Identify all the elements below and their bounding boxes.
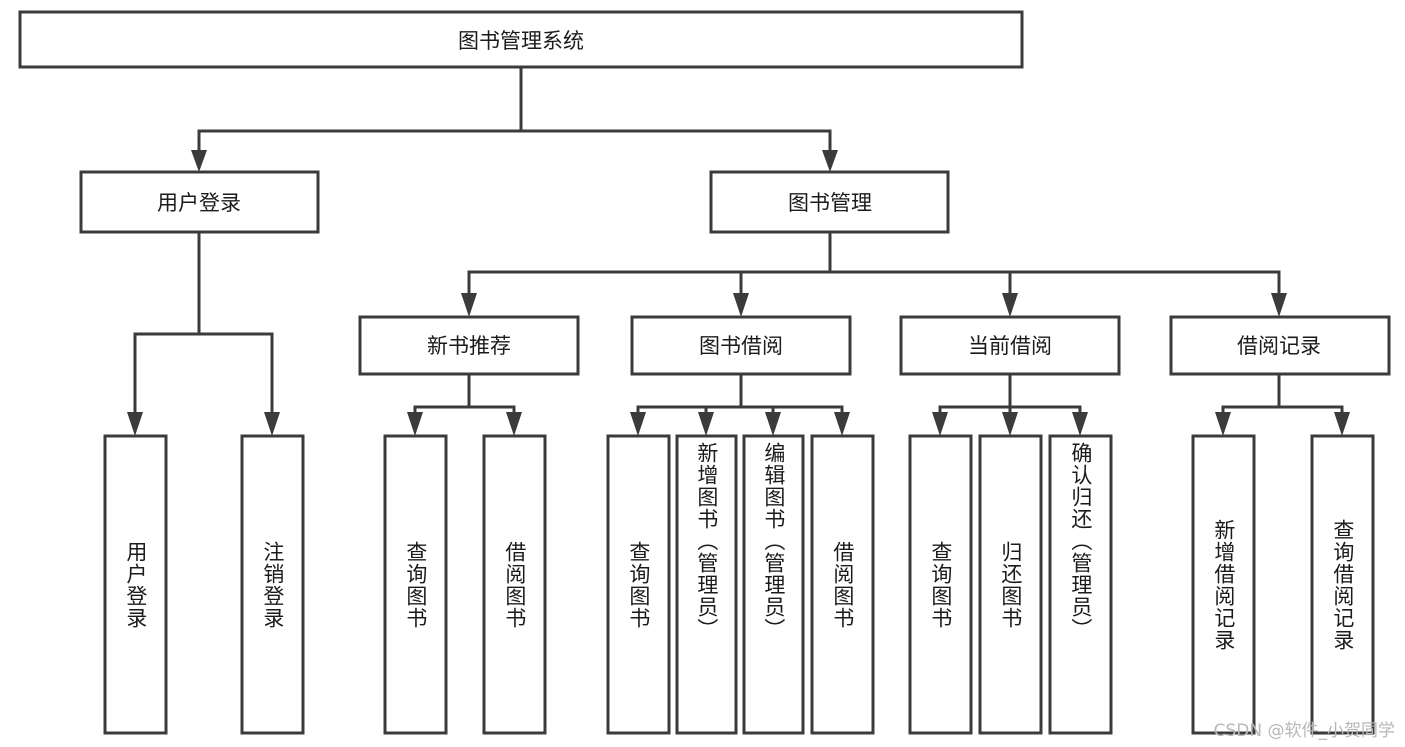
connector-root-to-level1	[191, 65, 838, 172]
leaf-box-user-login[interactable]	[103, 434, 168, 735]
connector-new-book-to-leaves	[407, 372, 522, 436]
leaf-box-query-borrow-record[interactable]	[1310, 434, 1375, 735]
node-book-borrow-label: 图书借阅	[699, 334, 783, 358]
node-current-borrow[interactable]: 当前借阅	[899, 315, 1121, 376]
node-root-system-label: 图书管理系统	[458, 29, 584, 53]
leaf-box-borrow-book[interactable]	[810, 434, 875, 735]
node-borrow-record-label: 借阅记录	[1237, 334, 1321, 358]
leaf-box-return-book[interactable]	[978, 434, 1043, 735]
node-book-management[interactable]: 图书管理	[709, 170, 950, 234]
connector-book-mgmt-to-level2	[461, 230, 1287, 317]
leaf-box-logout[interactable]	[240, 434, 305, 735]
node-borrow-record[interactable]: 借阅记录	[1169, 315, 1391, 376]
leaf-box-add-borrow-record[interactable]	[1191, 434, 1256, 735]
leaf-box-query-book-borrow[interactable]	[606, 434, 671, 735]
node-root-system[interactable]: 图书管理系统	[18, 10, 1024, 69]
leaf-box-borrow-book-new[interactable]	[482, 434, 547, 735]
node-user-login[interactable]: 用户登录	[79, 170, 320, 234]
node-book-borrow[interactable]: 图书借阅	[630, 315, 852, 376]
node-new-book-recommend[interactable]: 新书推荐	[358, 315, 580, 376]
node-new-book-recommend-label: 新书推荐	[427, 334, 511, 358]
node-user-login-label: 用户登录	[157, 191, 241, 215]
connector-user-login-to-leaves	[127, 230, 280, 436]
node-book-management-label: 图书管理	[788, 191, 872, 215]
connector-current-borrow-to-leaves	[932, 372, 1088, 436]
leaf-box-add-book-admin[interactable]	[675, 434, 738, 735]
csdn-watermark: CSDN @软件_小贺同学	[1213, 721, 1395, 741]
leaf-box-confirm-return[interactable]	[1048, 434, 1113, 735]
connector-borrow-record-to-leaves	[1215, 372, 1350, 436]
connector-borrow-to-leaves	[630, 372, 850, 436]
leaf-box-edit-book-admin[interactable]	[742, 434, 805, 735]
node-current-borrow-label: 当前借阅	[968, 334, 1052, 358]
leaf-box-query-book-new[interactable]	[383, 434, 448, 735]
leaf-box-query-book-current[interactable]	[908, 434, 973, 735]
